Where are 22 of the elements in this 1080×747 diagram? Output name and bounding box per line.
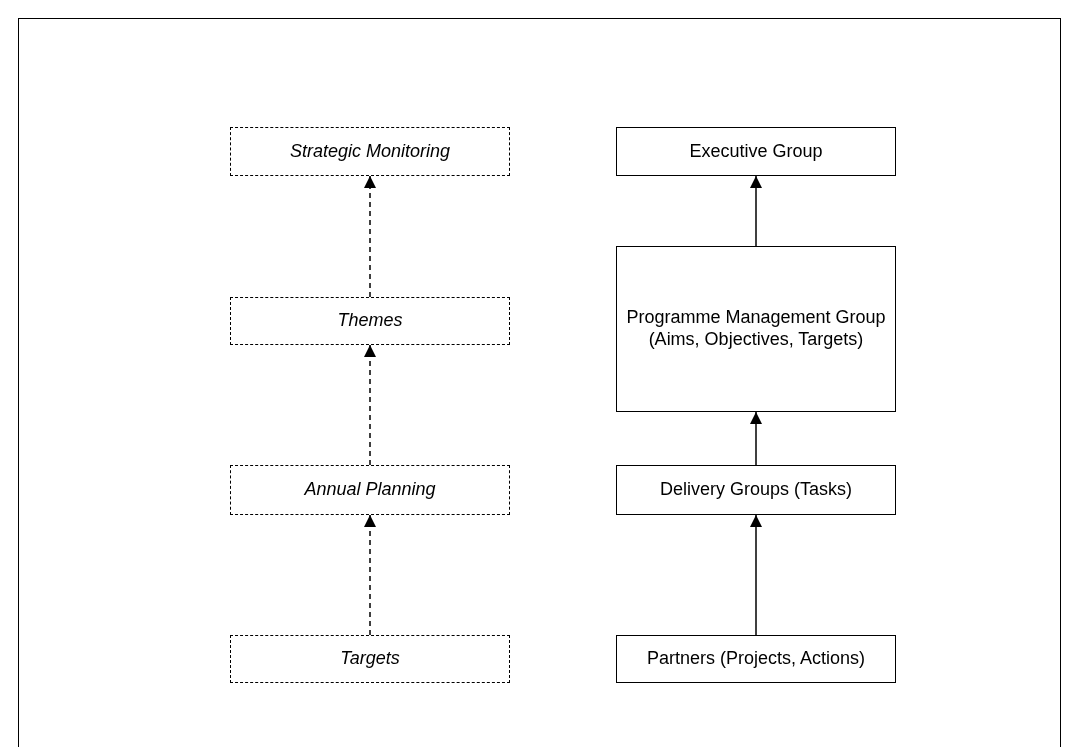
process-box [616, 635, 896, 683]
process-box [616, 246, 896, 412]
node-label: Annual Planning [304, 479, 436, 501]
arrow [750, 514, 762, 636]
node-label: Programme Management Group (Aims, Objectives, Targets) [625, 307, 887, 351]
dashed-box [230, 297, 510, 345]
node-label: Strategic Monitoring [289, 140, 451, 163]
dashed-box [230, 127, 510, 176]
arrow [750, 411, 762, 466]
arrow [364, 514, 376, 636]
process-box [616, 465, 896, 515]
node-label: Targets [340, 648, 400, 670]
process-box [616, 127, 896, 176]
arrow [750, 175, 762, 247]
node-label: Themes [337, 310, 403, 332]
node-label: Executive Group [689, 140, 823, 163]
node-label: Partners (Projects, Actions) [646, 648, 866, 670]
node-label: Delivery Groups (Tasks) [659, 479, 852, 501]
dashed-box [230, 465, 510, 515]
arrow [364, 175, 376, 298]
arrow [364, 344, 376, 466]
dashed-box [230, 635, 510, 683]
